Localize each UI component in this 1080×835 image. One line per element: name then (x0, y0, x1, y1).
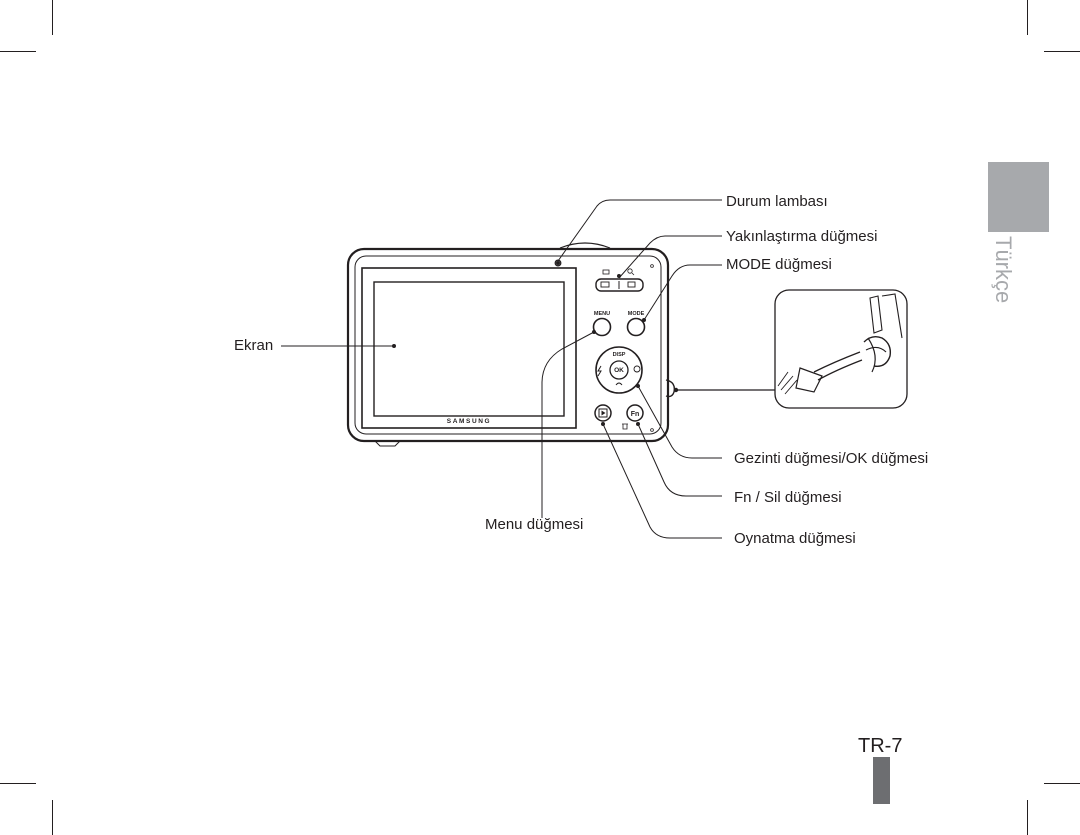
crop-mark (1027, 800, 1028, 835)
crop-mark (1044, 783, 1080, 784)
language-tab-block (988, 162, 1049, 232)
crop-mark (1044, 51, 1080, 52)
brand-logo: SAMSUNG (447, 418, 491, 425)
language-tab-label: Türkçe (991, 236, 1016, 304)
label-nav-ok-button: Gezinti düğmesi/OK düğmesi (734, 450, 929, 467)
crop-mark (52, 800, 53, 835)
label-zoom-button: Yakınlaştırma düğmesi (726, 228, 878, 245)
label-fn-delete-button: Fn / Sil düğmesi (734, 489, 842, 506)
fn-caption: Fn (631, 411, 640, 418)
crop-mark (52, 0, 53, 35)
page-number: TR-7 (858, 735, 903, 757)
label-status-lamp: Durum lambası (726, 193, 828, 210)
page-bar (873, 757, 890, 804)
label-playback-button: Oynatma düğmesi (734, 530, 856, 547)
label-menu-button: Menu düğmesi (485, 516, 584, 533)
label-screen: Ekran (234, 337, 274, 354)
crop-mark (0, 783, 36, 784)
menu-button-caption: MENU (594, 311, 610, 317)
mode-button-caption: MODE (628, 311, 645, 317)
disp-caption: DISP (613, 352, 626, 358)
crop-mark (0, 51, 36, 52)
label-mode-button: MODE düğmesi (726, 256, 832, 273)
ok-caption: OK (614, 367, 624, 374)
crop-mark (1027, 0, 1028, 35)
